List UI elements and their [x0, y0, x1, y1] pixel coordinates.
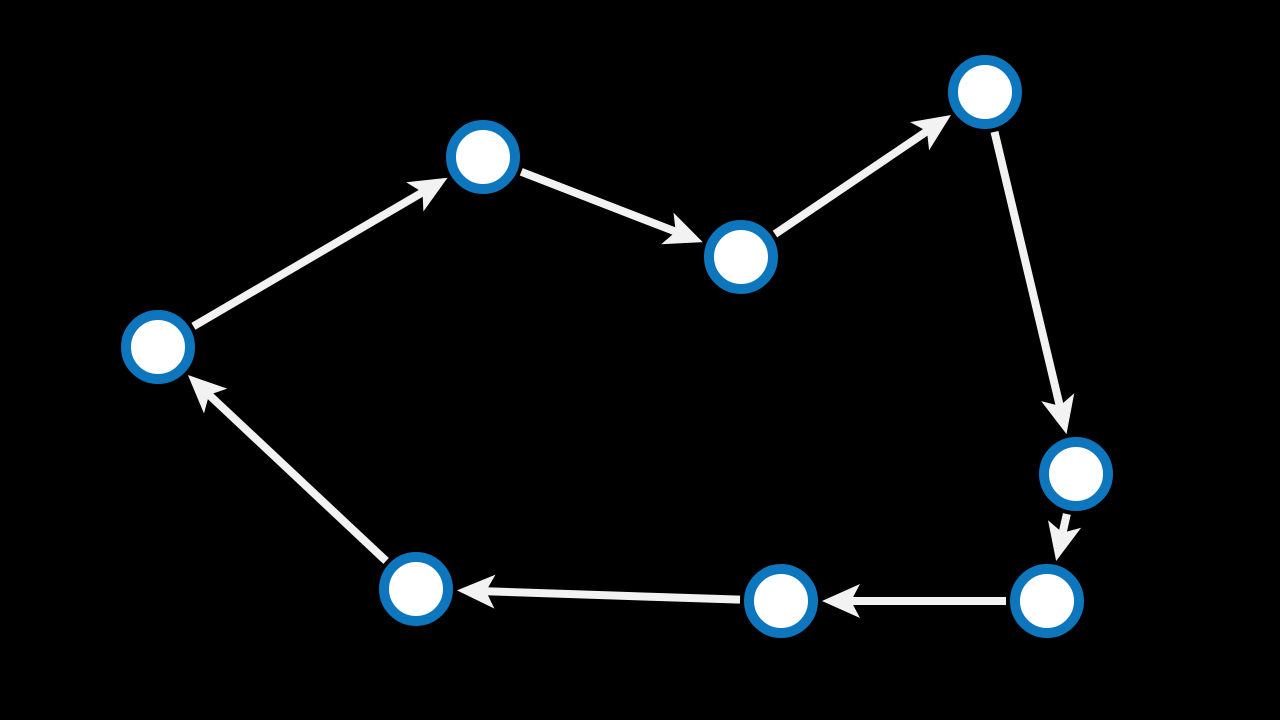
- graph-node[interactable]: [1039, 437, 1113, 511]
- graph-node[interactable]: [379, 552, 453, 626]
- edge-arrowhead: [187, 375, 228, 414]
- node-circle: [1039, 437, 1113, 511]
- graph-edge[interactable]: [519, 168, 703, 245]
- node-circle: [1010, 564, 1084, 638]
- edges-layer: [187, 114, 1082, 618]
- graph-node[interactable]: [121, 310, 195, 384]
- graph-edge[interactable]: [191, 177, 448, 330]
- graph-edge[interactable]: [1048, 513, 1082, 562]
- node-circle: [948, 55, 1022, 129]
- graph-node[interactable]: [744, 564, 818, 638]
- node-circle: [121, 310, 195, 384]
- edge-shaft: [485, 587, 741, 604]
- edge-arrowhead: [910, 114, 952, 151]
- graph-node[interactable]: [446, 120, 520, 194]
- node-circle: [744, 564, 818, 638]
- edge-shaft: [1058, 513, 1071, 534]
- edge-arrowhead: [456, 574, 496, 609]
- graph-edge[interactable]: [772, 114, 952, 238]
- graph-node[interactable]: [704, 220, 778, 294]
- edge-arrowhead: [406, 177, 448, 212]
- edge-shaft: [191, 188, 425, 330]
- node-circle: [704, 220, 778, 294]
- node-circle: [446, 120, 520, 194]
- graph-edge[interactable]: [456, 574, 741, 609]
- edge-arrowhead: [1041, 393, 1075, 435]
- graph-node[interactable]: [1010, 564, 1084, 638]
- edge-arrowhead: [661, 212, 703, 245]
- nodes-layer: [121, 55, 1113, 638]
- graph-node[interactable]: [948, 55, 1022, 129]
- node-circle: [379, 552, 453, 626]
- graph-edge[interactable]: [822, 584, 1006, 618]
- edge-shaft: [990, 130, 1064, 407]
- edge-arrowhead: [1048, 520, 1082, 562]
- edge-shaft: [206, 391, 389, 564]
- edge-arrowhead: [822, 584, 860, 618]
- graph-edge[interactable]: [187, 375, 389, 564]
- edge-shaft: [772, 127, 930, 238]
- edge-shaft: [519, 168, 678, 236]
- graph-edge[interactable]: [990, 130, 1075, 435]
